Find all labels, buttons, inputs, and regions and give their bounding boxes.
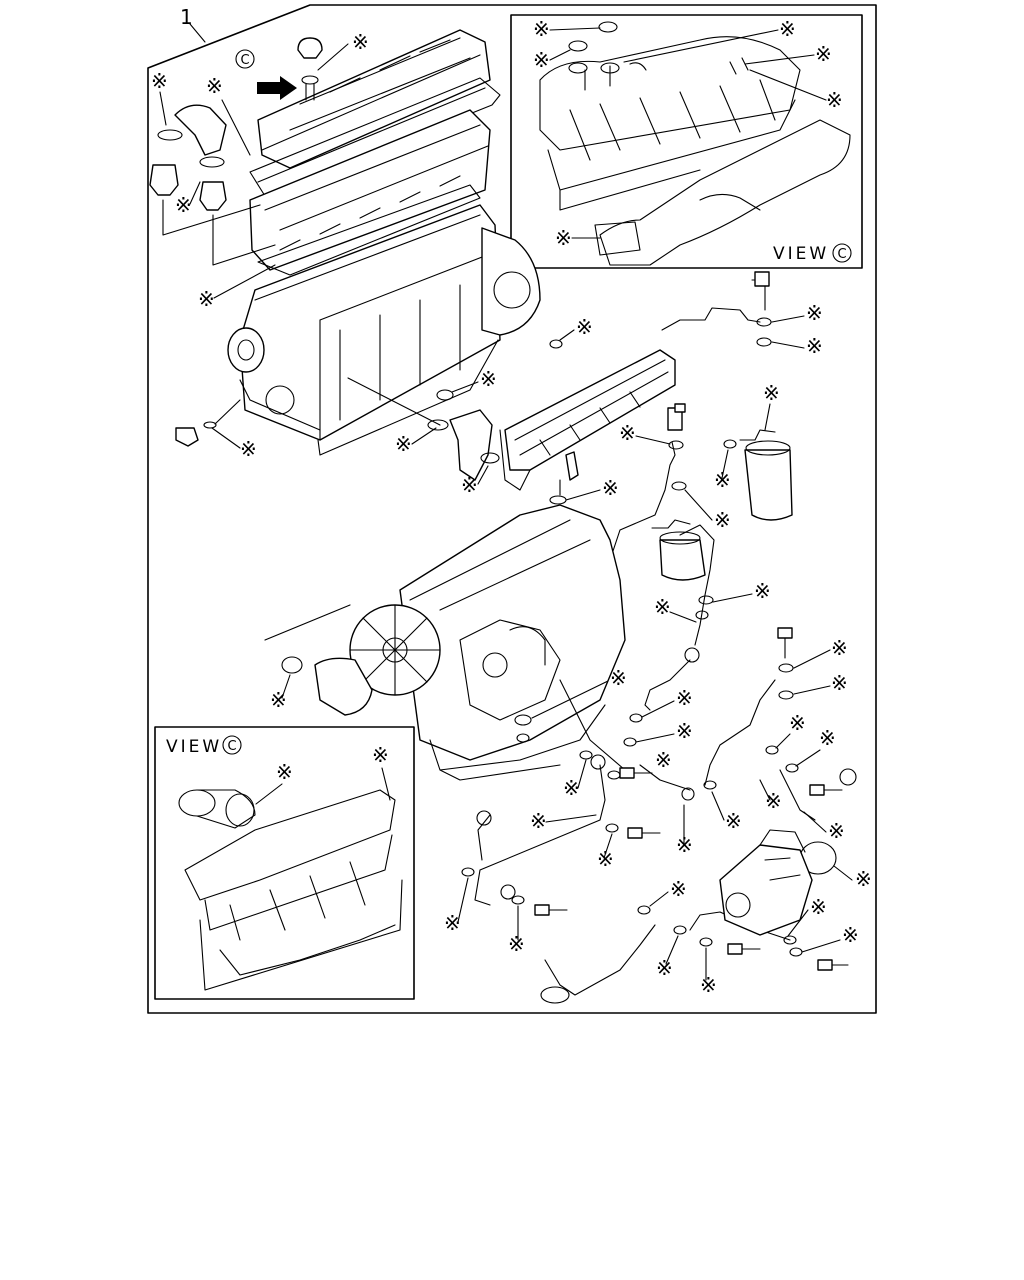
fuel-lines-upper xyxy=(609,271,770,646)
svg-text:※: ※ xyxy=(619,421,636,445)
svg-text:※: ※ xyxy=(461,473,478,497)
assembly-ref-leader xyxy=(189,23,206,43)
view-c-caption-bottom: VIEW C xyxy=(166,735,242,757)
svg-text:※: ※ xyxy=(670,877,687,901)
svg-text:C: C xyxy=(227,739,236,754)
svg-text:※: ※ xyxy=(714,508,731,532)
svg-text:※: ※ xyxy=(855,867,872,891)
svg-text:※: ※ xyxy=(480,367,497,391)
svg-text:VIEW: VIEW xyxy=(166,737,222,757)
svg-text:※: ※ xyxy=(819,726,836,750)
view-c-caption-top: VIEW C xyxy=(773,243,852,264)
inset-view-c-bottom xyxy=(154,726,415,1000)
fuel-strainer xyxy=(651,519,706,581)
svg-text:※: ※ xyxy=(276,760,293,784)
svg-text:※: ※ xyxy=(656,956,673,980)
inset-view-c-top xyxy=(510,14,863,269)
svg-text:※: ※ xyxy=(508,932,525,956)
fuel-filter xyxy=(723,429,793,521)
svg-text:※: ※ xyxy=(530,809,547,833)
svg-text:※: ※ xyxy=(395,432,412,456)
svg-text:※: ※ xyxy=(676,686,693,710)
washers-lower xyxy=(461,595,857,957)
svg-text:※: ※ xyxy=(714,468,731,492)
svg-text:※: ※ xyxy=(602,476,619,500)
engine-upper-assembly xyxy=(227,29,541,456)
svg-text:※: ※ xyxy=(826,88,843,112)
svg-text:※: ※ xyxy=(700,973,717,997)
bolts xyxy=(534,403,849,971)
assembly-ref-label: 1 xyxy=(180,5,193,29)
svg-text:※: ※ xyxy=(533,48,550,72)
svg-text:※: ※ xyxy=(754,579,771,603)
svg-text:※: ※ xyxy=(815,42,832,66)
svg-text:※: ※ xyxy=(240,437,257,461)
callouts: ※ ※ ※ ※ ※ ※ ※ ※ ※ ※ ※ ※ ※ ※ ※ ※ ※ ※ xyxy=(151,17,872,997)
svg-text:※: ※ xyxy=(655,748,672,772)
svg-text:※: ※ xyxy=(198,287,215,311)
svg-text:C: C xyxy=(837,247,846,262)
svg-text:※: ※ xyxy=(676,833,693,857)
inset-bottom-drawing xyxy=(178,789,403,991)
svg-text:※: ※ xyxy=(206,74,223,98)
intake-manifold xyxy=(499,349,676,491)
svg-text:※: ※ xyxy=(789,711,806,735)
svg-text:※: ※ xyxy=(352,30,369,54)
engine-lower-assembly xyxy=(349,504,626,781)
svg-text:※: ※ xyxy=(831,671,848,695)
svg-text:※: ※ xyxy=(810,895,827,919)
view-direction-arrow xyxy=(257,76,297,100)
svg-text:※: ※ xyxy=(597,847,614,871)
svg-text:※: ※ xyxy=(765,789,782,813)
svg-text:VIEW: VIEW xyxy=(773,244,829,264)
svg-text:※: ※ xyxy=(576,315,593,339)
water-pipe xyxy=(264,604,373,716)
svg-text:※: ※ xyxy=(779,17,796,41)
svg-text:※: ※ xyxy=(563,776,580,800)
svg-text:※: ※ xyxy=(610,666,627,690)
svg-text:C: C xyxy=(240,53,249,68)
injector xyxy=(549,451,579,505)
svg-text:※: ※ xyxy=(151,69,168,93)
svg-text:※: ※ xyxy=(175,193,192,217)
svg-text:※: ※ xyxy=(676,719,693,743)
svg-text:※: ※ xyxy=(533,17,550,41)
thermostat-parts xyxy=(149,104,276,266)
water-outlet xyxy=(347,377,493,481)
svg-text:※: ※ xyxy=(725,809,742,833)
sensor-left xyxy=(175,399,241,447)
outer-frame xyxy=(147,4,877,1014)
svg-text:※: ※ xyxy=(555,226,572,250)
inset-top-drawing xyxy=(539,21,851,266)
svg-text:※: ※ xyxy=(763,381,780,405)
svg-text:※: ※ xyxy=(270,688,287,712)
view-c-marker: C xyxy=(235,49,255,69)
svg-text:※: ※ xyxy=(831,636,848,660)
svg-text:※: ※ xyxy=(806,301,823,325)
svg-text:※: ※ xyxy=(654,595,671,619)
svg-text:※: ※ xyxy=(806,334,823,358)
o-rings-mid xyxy=(436,317,772,491)
svg-text:※: ※ xyxy=(372,743,389,767)
svg-text:※: ※ xyxy=(828,819,845,843)
svg-text:※: ※ xyxy=(444,911,461,935)
air-compressor xyxy=(719,829,813,936)
svg-text:※: ※ xyxy=(842,923,859,947)
